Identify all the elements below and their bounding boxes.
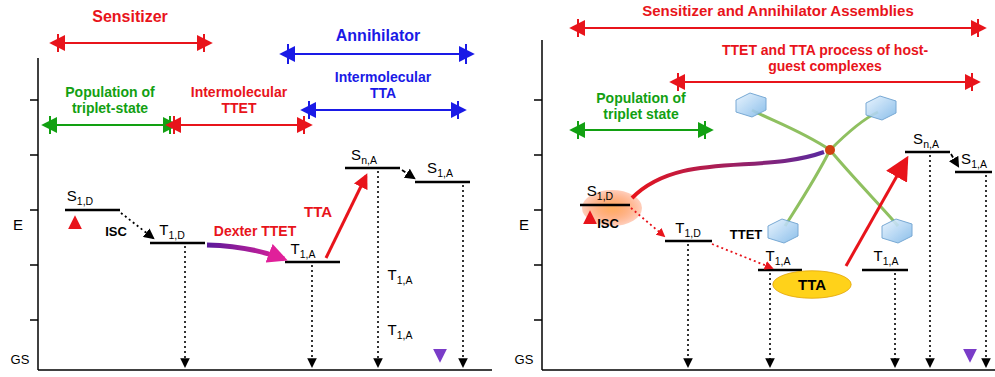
text-label: Dexter TTET	[214, 223, 296, 239]
level-label: S1,D	[587, 182, 613, 199]
text-label: Annihilator	[336, 27, 420, 45]
text-label: TTET and TTA process of host-guest compl…	[705, 42, 945, 74]
text-label: TTET	[730, 228, 763, 243]
text-label: Intermolecular TTET	[177, 84, 302, 116]
text-label: Sensitizer and Annihilator Assemblies	[642, 2, 913, 19]
text-label: Population of triplet state	[579, 90, 704, 122]
text-label: Population of triplet-state	[50, 84, 170, 116]
text-label: ISC	[597, 217, 619, 232]
text-label: Intermolecular TTA	[321, 69, 446, 101]
level-label: T1,A	[291, 240, 316, 257]
tta-ellipse: TTA	[772, 270, 852, 299]
text-label: E	[13, 216, 23, 233]
level-label: S1,A	[427, 159, 453, 176]
level-label: Sn,A	[913, 130, 939, 147]
text-label: ISC	[105, 225, 127, 240]
text-label: E	[519, 216, 529, 233]
level-label: T1,D	[159, 221, 185, 238]
level-label: T1,A	[388, 321, 413, 338]
level-label: Sn,A	[351, 146, 377, 163]
text-label: GS	[515, 353, 534, 368]
text-label: GS	[11, 353, 30, 368]
level-label: T1,A	[388, 266, 413, 283]
text-label: TTA	[304, 203, 332, 220]
text-label: Sensitizer	[92, 8, 168, 26]
level-label: T1,D	[675, 219, 701, 236]
level-label: T1,A	[766, 247, 791, 264]
node-text: TTA	[798, 276, 826, 293]
level-label: T1,A	[874, 247, 899, 264]
level-label: S1,A	[961, 150, 987, 167]
level-label: S1,D	[67, 187, 93, 204]
